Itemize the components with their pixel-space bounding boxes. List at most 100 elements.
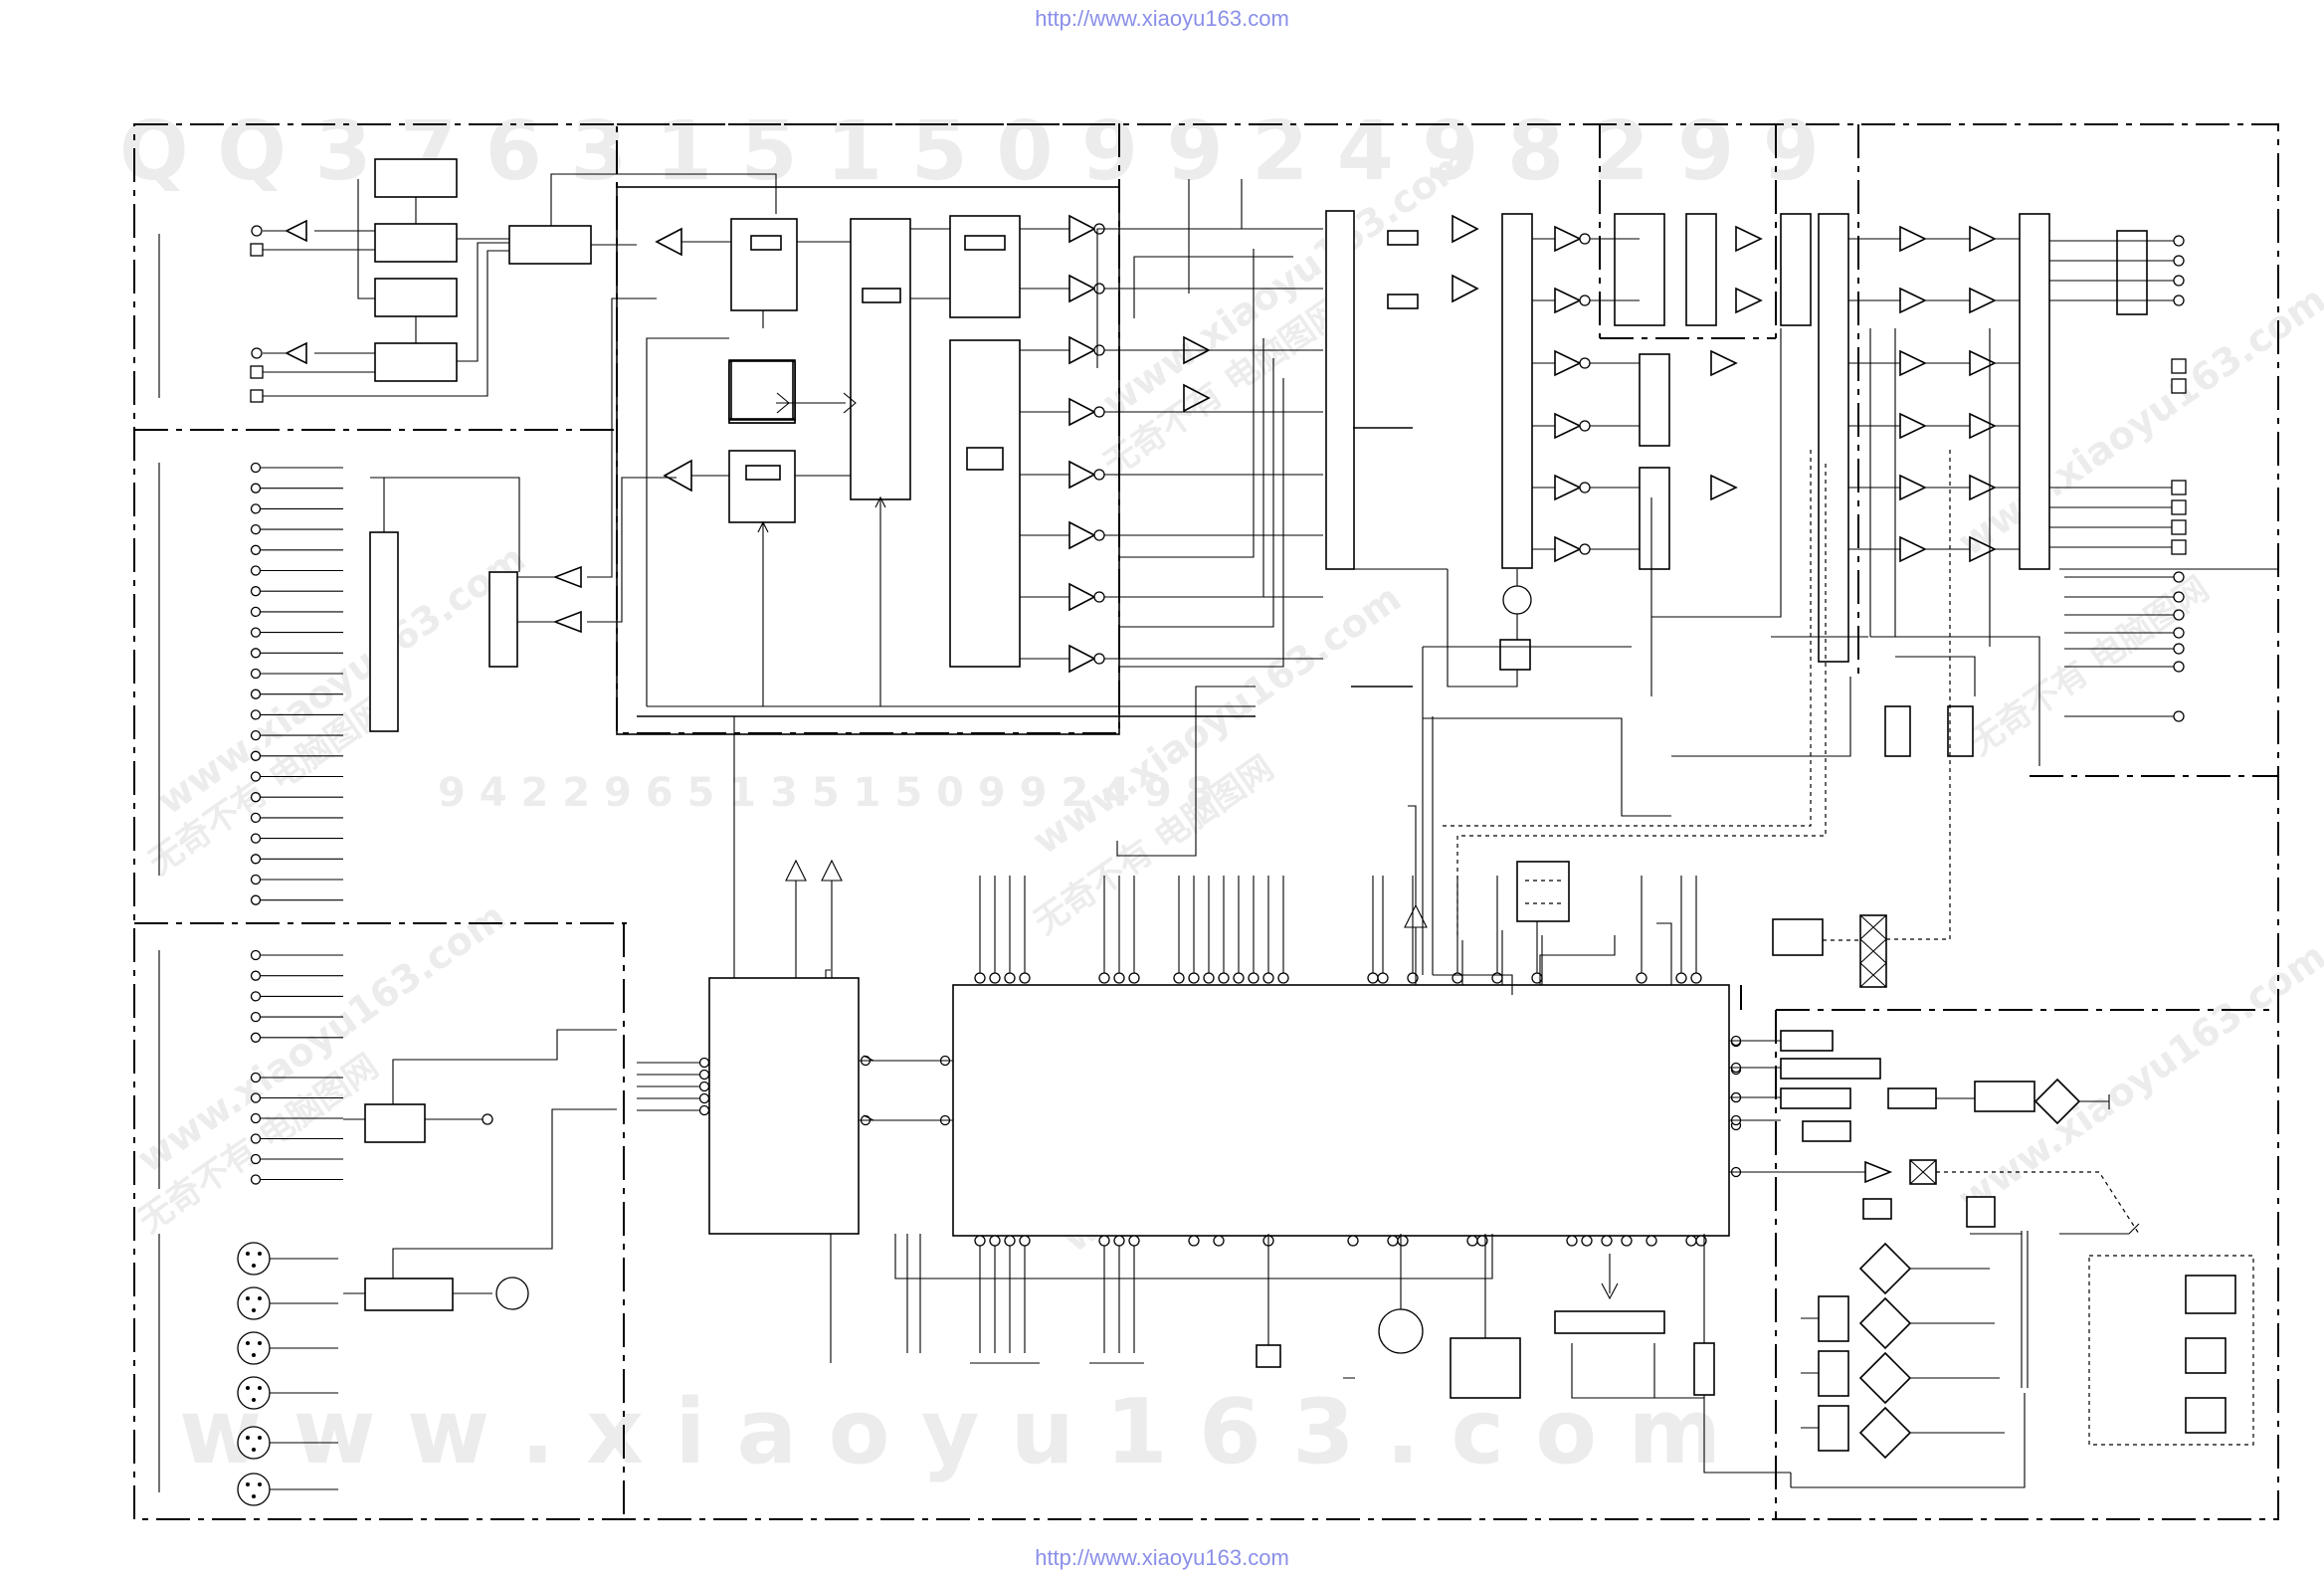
terminal [250, 854, 262, 865]
din-pin [252, 1398, 256, 1402]
dsp-section [637, 215, 1256, 717]
chip-pin [1347, 1235, 1359, 1247]
chip-connections [733, 448, 2140, 1363]
output-terminal [2173, 295, 2185, 306]
chip-pin [1277, 972, 1289, 984]
din-pin [258, 1386, 262, 1390]
sub-chip-pin [698, 1081, 710, 1092]
din-connector [237, 1242, 271, 1276]
din-pin [246, 1296, 250, 1300]
left-selector-block [369, 297, 677, 732]
chip-pin [1098, 972, 1110, 984]
buffer-amp [1554, 349, 1582, 377]
din-connector [237, 1286, 271, 1320]
terminal [250, 894, 262, 905]
node [1093, 283, 1105, 295]
chip-pin [1188, 1235, 1200, 1247]
chip-pin [1213, 1235, 1225, 1247]
node [1093, 653, 1105, 665]
buffer-amp [1554, 412, 1582, 440]
node [1579, 482, 1591, 493]
power-amp [1899, 412, 1927, 440]
speaker-terminal [2171, 378, 2187, 394]
buffer-amp [1183, 335, 1211, 365]
din-pin [258, 1482, 262, 1486]
power-amp [1969, 225, 1997, 253]
terminal [250, 949, 262, 961]
terminal [250, 668, 262, 680]
chip-pin [1004, 972, 1016, 984]
output-terminal [2173, 710, 2185, 722]
terminal [250, 689, 262, 699]
speaker-terminal [2171, 499, 2187, 515]
terminal [250, 1174, 262, 1185]
watermark-diag-site-6: www.xiaoyu163.com [1950, 934, 2324, 1222]
terminal [250, 586, 262, 597]
node [1579, 295, 1591, 306]
chip-pin [1248, 972, 1259, 984]
speaker-terminal [2171, 480, 2187, 495]
terminal [250, 1032, 262, 1043]
din-pin [252, 1494, 256, 1498]
chip-pin [1188, 972, 1200, 984]
terminal [250, 1133, 262, 1144]
node [1579, 543, 1591, 555]
chip-pin [1581, 1235, 1593, 1247]
terminal [250, 627, 262, 638]
buffer-amp [1554, 474, 1582, 501]
buffer-amp [1068, 644, 1096, 674]
output-terminal [2173, 661, 2185, 673]
buffer-amp [1710, 474, 1738, 501]
node [1093, 344, 1105, 356]
din-pin [246, 1386, 250, 1390]
terminal [250, 606, 262, 618]
chip-pin [1173, 972, 1185, 984]
buffer-amp [1183, 383, 1211, 413]
power-amp [1969, 412, 1997, 440]
buffer-amp [1068, 520, 1096, 550]
terminal [250, 1011, 262, 1023]
speaker-terminal [2171, 519, 2187, 535]
misc-routing [1096, 179, 2278, 995]
din-pin [258, 1341, 262, 1345]
power-amp [1969, 287, 1997, 314]
watermark-diag-site-4: www.xiaoyu163.com [1950, 278, 2324, 565]
terminal [250, 544, 262, 555]
chip-pin [1675, 972, 1687, 984]
chip-pin [1397, 1235, 1409, 1247]
node [1579, 357, 1591, 369]
power-amp [1899, 535, 1927, 563]
chip-pin [1218, 972, 1230, 984]
chip-pin [1690, 972, 1702, 984]
buffer-amp [1710, 349, 1738, 377]
left-terminal-rows [250, 462, 343, 1185]
din-pin [258, 1252, 262, 1256]
output-terminal [2173, 591, 2185, 603]
din-pin [258, 1436, 262, 1440]
footer-url[interactable]: http://www.xiaoyu163.com [1035, 1545, 1289, 1570]
chip-pin [1113, 972, 1125, 984]
header-url[interactable]: http://www.xiaoyu163.com [1035, 6, 1289, 31]
terminal [250, 648, 262, 659]
terminal [250, 1092, 262, 1103]
buffer-amp [1068, 460, 1096, 490]
terminal [250, 792, 262, 803]
sub-chip-pin [698, 1057, 710, 1069]
chip-pin [1098, 1235, 1110, 1247]
buffer-amp [1452, 274, 1479, 303]
power-amp [1899, 287, 1927, 314]
main-controller [708, 977, 1730, 1237]
chip-pin [1367, 972, 1379, 984]
speaker-terminal [2171, 539, 2187, 555]
buffer-amp [1068, 335, 1096, 365]
terminal [250, 709, 262, 720]
lower-left-block [343, 1029, 617, 1311]
terminal [250, 991, 262, 1002]
output-terminal [2173, 275, 2185, 287]
chip-pin [974, 972, 986, 984]
chip-pin [1466, 1235, 1478, 1247]
buffer-amp [1735, 225, 1763, 253]
audio-module-border [616, 123, 1120, 735]
power-amp [1969, 349, 1997, 377]
